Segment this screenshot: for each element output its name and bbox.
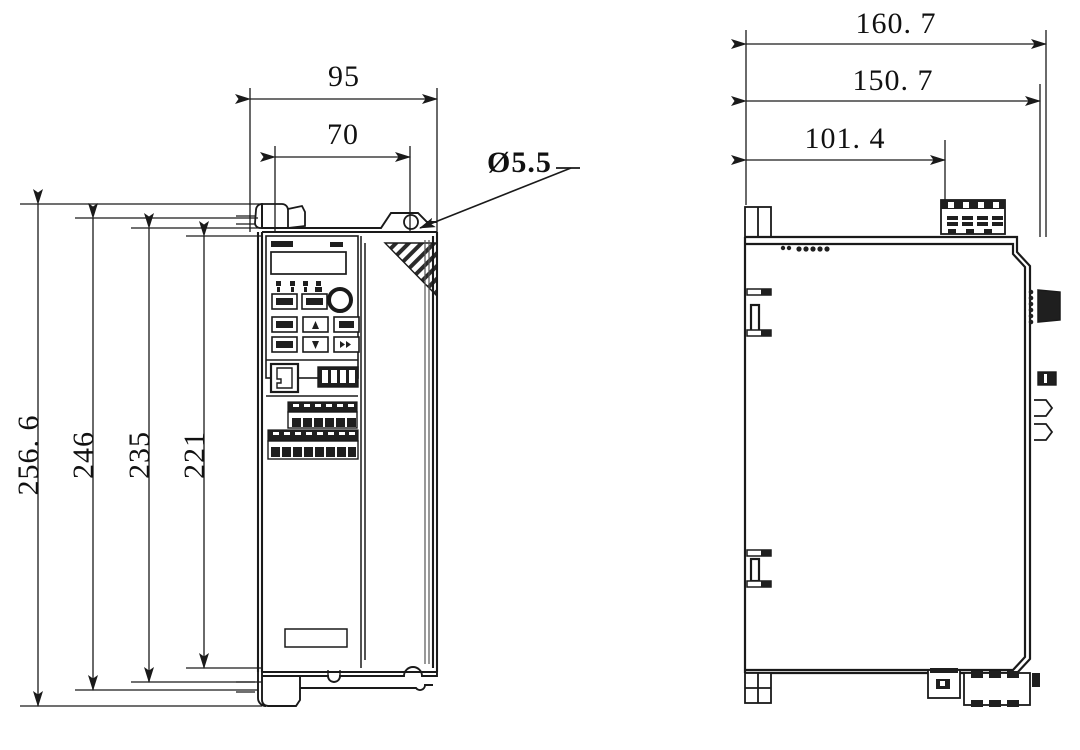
side-body-outline xyxy=(743,235,1032,675)
keypad-buttons xyxy=(271,287,360,353)
top-terminal-block xyxy=(940,199,1006,235)
dim-246-text: 246 xyxy=(67,431,100,479)
dim-150-7-text: 150. 7 xyxy=(853,64,934,97)
dim-235-text: 235 xyxy=(123,431,156,479)
side-view-group xyxy=(731,30,1061,707)
dim-95-text: 95 xyxy=(328,60,360,93)
terminal-block-lower xyxy=(267,429,359,460)
dim-101-4-text: 101. 4 xyxy=(805,122,886,155)
dip-switch xyxy=(317,366,359,388)
top-mounting-bracket xyxy=(254,203,306,229)
bottom-rail xyxy=(300,666,438,691)
brand-logo xyxy=(271,241,293,247)
front-view-group xyxy=(20,88,580,707)
dim-256-6-text: 256. 6 xyxy=(12,415,45,496)
side-tab xyxy=(1037,371,1057,386)
dim-160-7-text: 160. 7 xyxy=(856,7,937,40)
voltage-label xyxy=(330,242,343,247)
keypad-panel xyxy=(265,235,360,397)
terminal-block-upper xyxy=(287,401,358,429)
rj45-port xyxy=(269,362,300,394)
bottom-terminal-block xyxy=(927,668,1040,707)
jog-knob xyxy=(327,287,353,313)
dim-221-text: 221 xyxy=(178,431,211,479)
left-side-slots xyxy=(746,288,772,588)
body-outline xyxy=(256,230,439,674)
hole-leader xyxy=(403,167,580,230)
dim-70-text: 70 xyxy=(327,118,359,151)
lcd-display xyxy=(270,251,347,275)
side-brackets xyxy=(1034,399,1054,441)
bottom-mounting-bracket xyxy=(257,672,301,707)
mounting-tab-top xyxy=(744,206,772,238)
panel-divider xyxy=(360,236,366,668)
side-connector xyxy=(1028,289,1061,325)
dim-hole-diameter-text: Ø5.5 xyxy=(487,146,552,179)
heatsink-fins xyxy=(424,240,430,664)
led-indicators xyxy=(276,281,322,292)
vertical-dimensions xyxy=(20,189,262,707)
nameplate-label xyxy=(284,628,348,648)
vent-holes xyxy=(780,245,830,252)
horizontal-dimensions xyxy=(235,88,438,232)
side-view-dimensions xyxy=(731,30,1047,237)
mounting-tab-bottom xyxy=(744,672,772,704)
